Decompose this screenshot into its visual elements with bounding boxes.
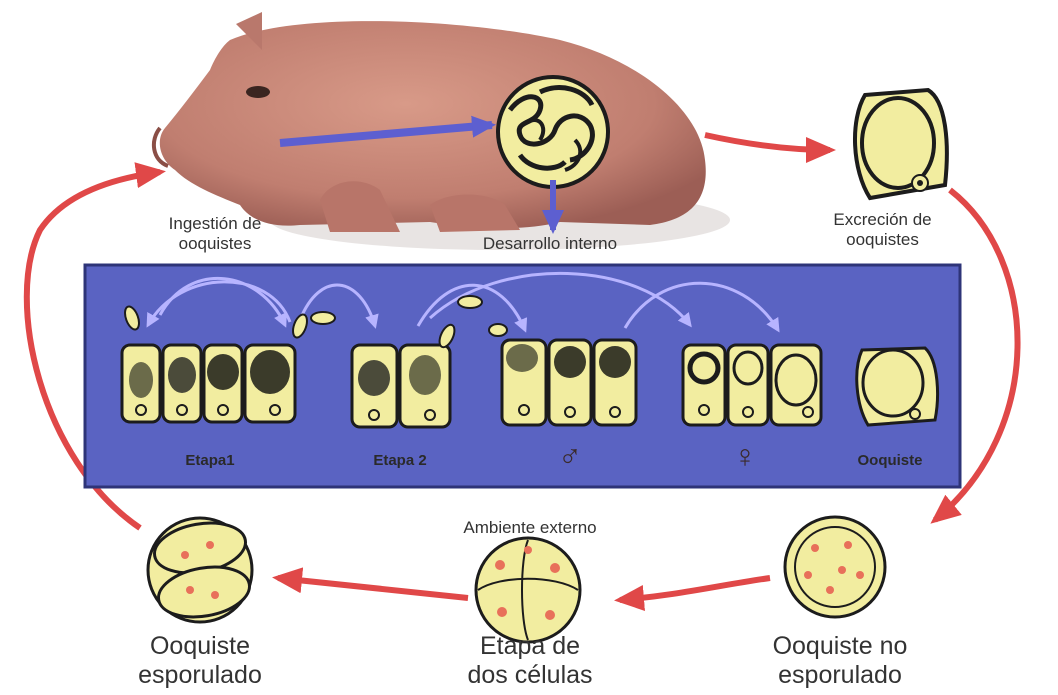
panel-oocyst-icon	[857, 348, 938, 425]
male-symbol: ♂	[545, 438, 595, 475]
unsporulated-oocyst-icon	[785, 517, 885, 617]
two-cell-oocyst-icon	[476, 538, 580, 642]
female-symbol: ♀	[720, 438, 770, 475]
unsporulated-oocyst-label: Ooquiste no esporulado	[740, 632, 940, 690]
unsporulated-label-line1: Ooquiste no	[740, 632, 940, 661]
ingestion-label-line2: ooquistes	[135, 234, 295, 254]
stage1-label: Etapa1	[155, 452, 265, 469]
sporulated-label-line2: esporulado	[110, 661, 290, 690]
ingestion-label: Ingestión de ooquistes	[135, 214, 295, 253]
sporulated-oocyst-label: Ooquiste esporulado	[110, 632, 290, 690]
ingestion-label-line1: Ingestión de	[135, 214, 295, 234]
internal-development-label: Desarrollo interno	[450, 234, 650, 254]
excretion-label-line2: ooquistes	[800, 230, 965, 250]
sporulated-label-line1: Ooquiste	[110, 632, 290, 661]
oocyst-label: Ooquiste	[835, 452, 945, 469]
excreted-oocyst-icon	[855, 90, 947, 198]
sporulated-oocyst-icon	[148, 516, 253, 623]
unsporulated-label-line2: esporulado	[740, 661, 940, 690]
two-cell-label-line1: Etapa de	[430, 632, 630, 661]
two-cell-label-line2: dos células	[430, 661, 630, 690]
stage2-label: Etapa 2	[345, 452, 455, 469]
external-environment-label: Ambiente externo	[425, 518, 635, 538]
two-cell-stage-label: Etapa de dos células	[430, 632, 630, 690]
excretion-label-line1: Excreción de	[800, 210, 965, 230]
intestine-icon	[498, 77, 608, 187]
excretion-label: Excreción de ooquistes	[800, 210, 965, 249]
